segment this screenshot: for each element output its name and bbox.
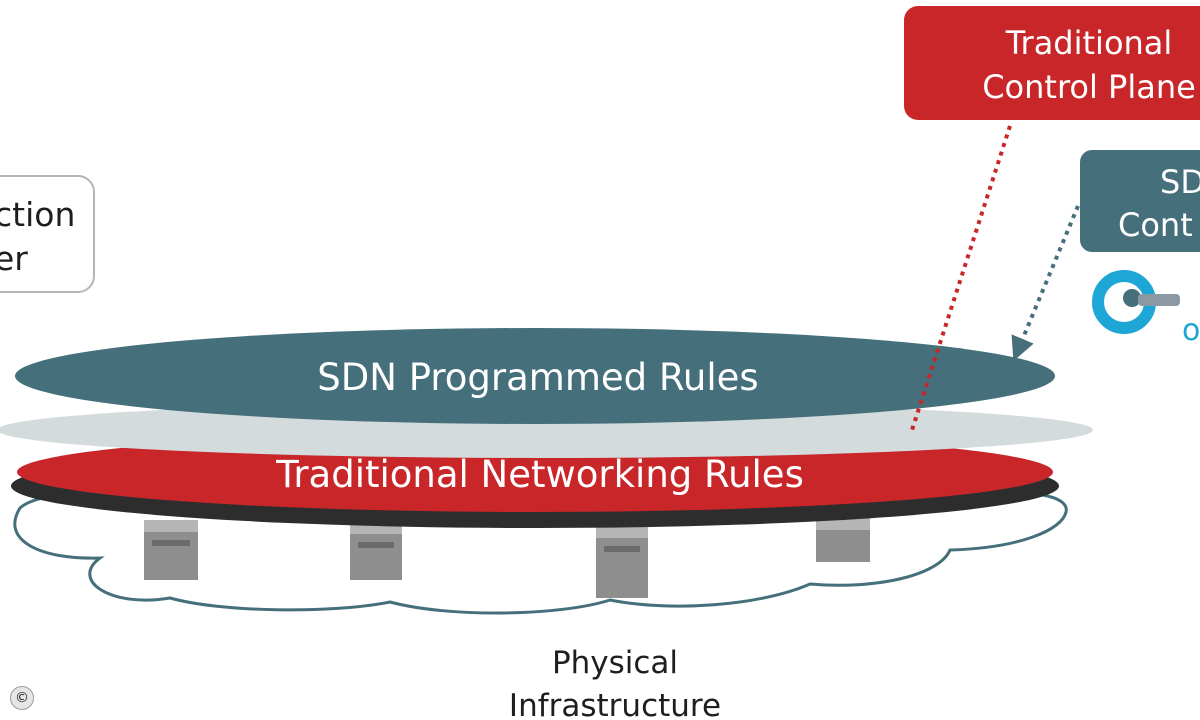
- action-layer-line-1: ction: [0, 195, 75, 234]
- traditional-rules-label: Traditional Networking Rules: [275, 453, 804, 496]
- traditional-control-plane-box: Traditional Control Plane: [904, 6, 1200, 120]
- sdn-controller-link: [1011, 205, 1080, 362]
- controller-logo-text: o: [1182, 313, 1200, 348]
- action-layer-box: ction er: [0, 175, 95, 293]
- sdn-rules-disc: SDN Programmed Rules: [15, 328, 1055, 424]
- switch-3: [596, 526, 648, 598]
- infrastructure-label-line-1: Physical: [552, 645, 678, 681]
- sdn-controller-line-1: SD: [1160, 163, 1200, 201]
- infrastructure-label-line-2: Infrastructure: [509, 688, 721, 720]
- sdn-controller-line-2: Cont: [1118, 206, 1193, 244]
- copyright-badge: ©: [10, 686, 34, 710]
- traditional-control-plane-line-2: Control Plane: [982, 68, 1196, 106]
- action-layer-line-2: er: [0, 239, 28, 278]
- sdn-controller-box: SD Cont: [1080, 150, 1200, 252]
- switch-1: [144, 520, 198, 580]
- sdn-rules-label: SDN Programmed Rules: [317, 356, 758, 399]
- traditional-control-plane-line-1: Traditional: [1005, 24, 1173, 62]
- switch-2: [350, 522, 402, 580]
- switch-4: [816, 518, 870, 562]
- controller-logo: o: [1092, 270, 1200, 348]
